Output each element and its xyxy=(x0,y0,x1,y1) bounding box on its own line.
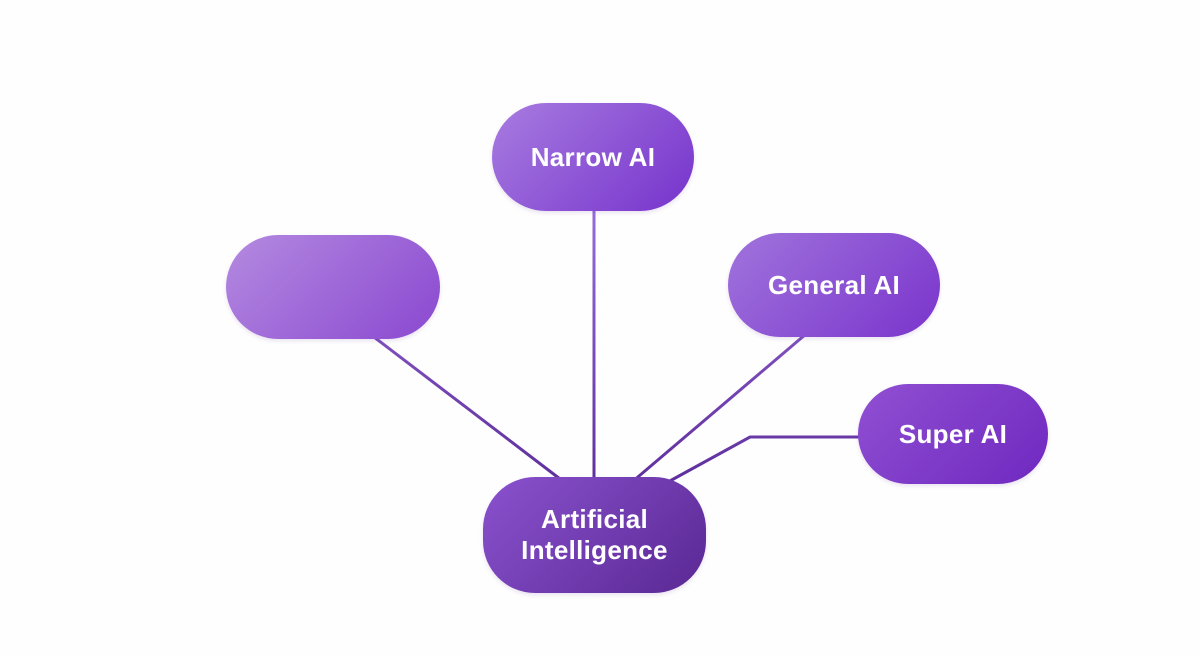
edge-hub-to-unlabeled xyxy=(369,332,565,484)
node-super-ai: Super AI xyxy=(858,384,1048,484)
node-artificial-intelligence: Artificial Intelligence xyxy=(483,477,706,593)
node-super-ai-label: Super AI xyxy=(898,418,1008,449)
node-narrow-ai-label: Narrow AI xyxy=(530,141,656,172)
node-narrow-ai: Narrow AI xyxy=(492,103,694,211)
node-artificial-intelligence-label: Artificial Intelligence xyxy=(521,504,668,565)
node-general-ai-label: General AI xyxy=(767,269,901,300)
edge-hub-to-super-ai xyxy=(667,435,862,484)
edge-hub-to-general-ai xyxy=(631,332,807,484)
node-general-ai: General AI xyxy=(728,233,940,337)
node-unlabeled xyxy=(226,235,440,339)
